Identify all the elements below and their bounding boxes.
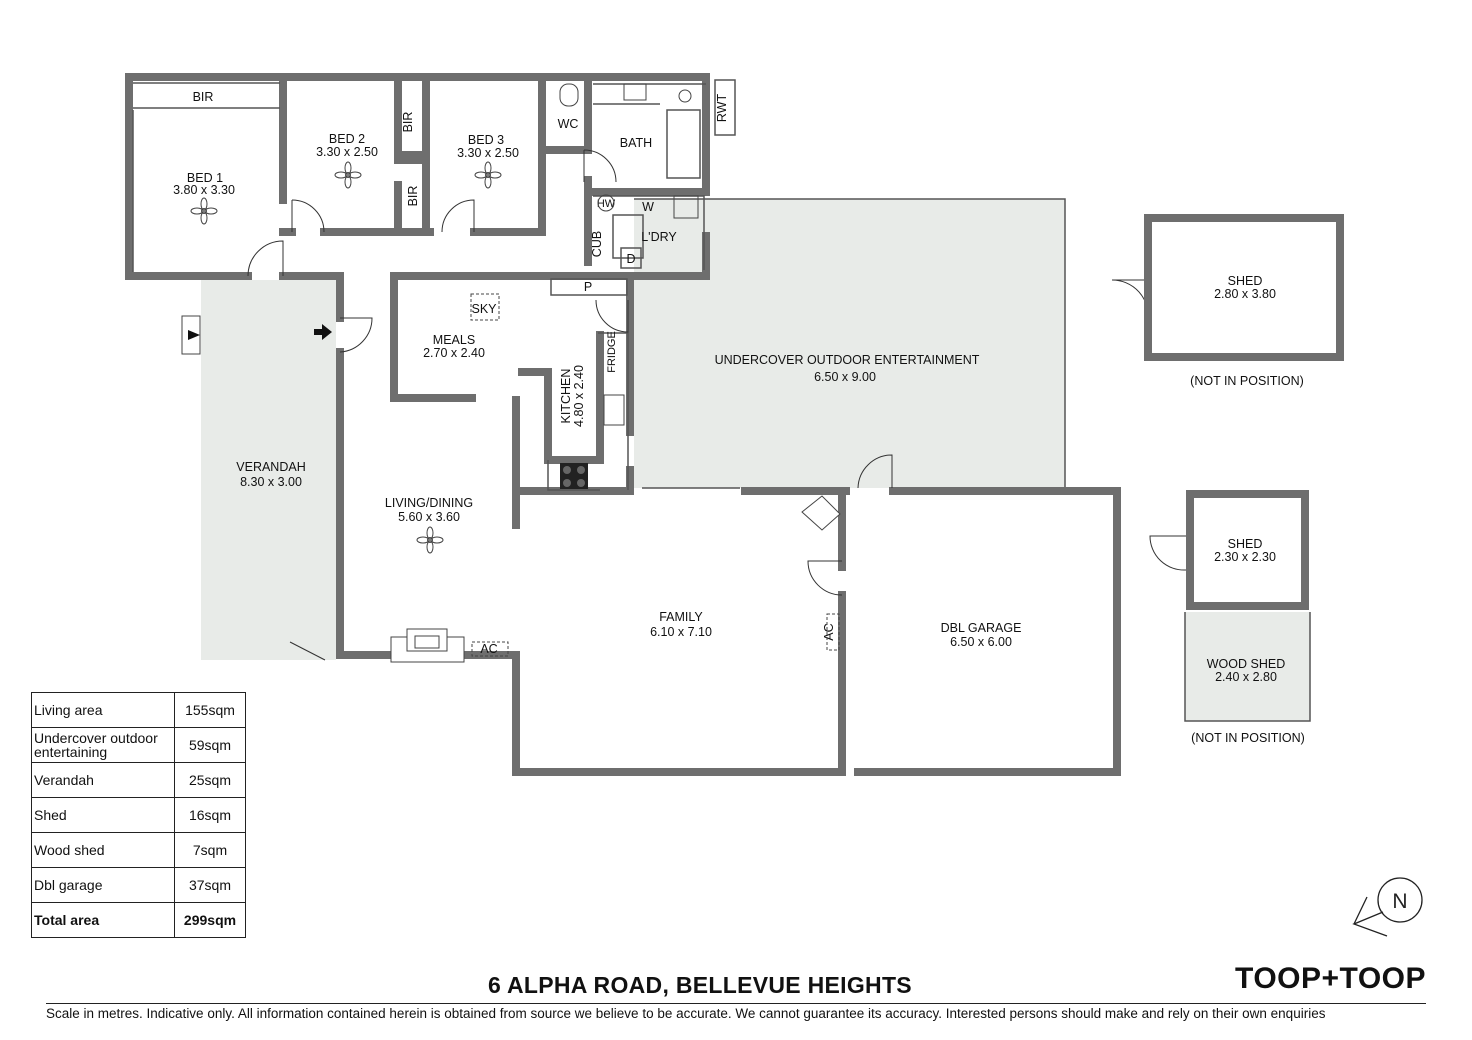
- bed1-robe: [132, 82, 280, 272]
- svg-text:SKY: SKY: [471, 302, 497, 316]
- svg-text:FAMILY: FAMILY: [659, 610, 703, 624]
- svg-text:RWT: RWT: [715, 94, 729, 123]
- doors: [247, 149, 1187, 661]
- svg-text:WC: WC: [558, 117, 579, 131]
- svg-text:3.80 x 3.30: 3.80 x 3.30: [173, 183, 235, 197]
- svg-text:SHED: SHED: [1228, 537, 1263, 551]
- outdoor-entertainment-area: [634, 199, 1065, 488]
- woodshed-area: [1185, 612, 1310, 721]
- svg-text:SHED: SHED: [1228, 274, 1263, 288]
- bath-tub: [666, 109, 701, 179]
- svg-text:BIR: BIR: [193, 90, 214, 104]
- svg-text:BATH: BATH: [620, 136, 652, 150]
- svg-text:LIVING/DINING: LIVING/DINING: [385, 496, 473, 510]
- svg-text:3.30 x 2.50: 3.30 x 2.50: [457, 146, 519, 160]
- house-walls: [125, 73, 1121, 776]
- svg-text:BIR: BIR: [406, 186, 420, 207]
- svg-text:W: W: [642, 200, 654, 214]
- svg-text:2.30 x 2.30: 2.30 x 2.30: [1214, 550, 1276, 564]
- svg-text:8.30 x 3.00: 8.30 x 3.00: [240, 475, 302, 489]
- svg-text:N: N: [1392, 890, 1407, 913]
- svg-text:BED 2: BED 2: [329, 132, 365, 146]
- svg-text:BIR: BIR: [401, 112, 415, 133]
- svg-text:L'DRY: L'DRY: [641, 230, 677, 244]
- svg-text:2.70 x 2.40: 2.70 x 2.40: [423, 346, 485, 360]
- svg-text:4.80 x 2.40: 4.80 x 2.40: [572, 365, 586, 427]
- svg-text:3.30 x 2.50: 3.30 x 2.50: [316, 145, 378, 159]
- svg-text:P: P: [584, 280, 592, 294]
- shed-walls: [1144, 214, 1344, 610]
- svg-text:HW: HW: [597, 198, 616, 210]
- ceiling-fan-icons: [190, 161, 502, 554]
- verandah-area: [201, 280, 336, 660]
- property-address: 6 ALPHA ROAD, BELLEVUE HEIGHTS: [488, 972, 912, 998]
- svg-text:CUB: CUB: [590, 231, 604, 257]
- svg-text:(NOT IN POSITION): (NOT IN POSITION): [1191, 731, 1305, 745]
- svg-text:BED 3: BED 3: [468, 133, 504, 147]
- svg-text:AC: AC: [480, 642, 497, 656]
- divider: [46, 1003, 1426, 1004]
- room-labels: BIR BED 1 3.80 x 3.30 BED 2 3.30 x 2.50 …: [173, 90, 1305, 745]
- svg-text:6.50 x 9.00: 6.50 x 9.00: [814, 370, 876, 384]
- svg-text:FRIDGE: FRIDGE: [606, 331, 618, 373]
- svg-text:UNDERCOVER OUTDOOR ENTERTAINME: UNDERCOVER OUTDOOR ENTERTAINMENT: [715, 353, 980, 367]
- svg-text:BED 1: BED 1: [187, 171, 223, 185]
- svg-text:AC: AC: [822, 623, 836, 640]
- svg-text:2.80 x 3.80: 2.80 x 3.80: [1214, 287, 1276, 301]
- svg-text:D: D: [626, 252, 635, 266]
- north-compass-icon: N: [1352, 877, 1423, 937]
- svg-text:2.40 x 2.80: 2.40 x 2.80: [1215, 670, 1277, 684]
- svg-text:6.10 x 7.10: 6.10 x 7.10: [650, 625, 712, 639]
- brand-logo: TOOP+TOOP: [1235, 962, 1426, 995]
- svg-text:(NOT IN POSITION): (NOT IN POSITION): [1190, 374, 1304, 388]
- svg-text:VERANDAH: VERANDAH: [236, 460, 305, 474]
- svg-text:5.60 x 3.60: 5.60 x 3.60: [398, 510, 460, 524]
- svg-text:KITCHEN: KITCHEN: [559, 369, 573, 424]
- svg-text:DBL GARAGE: DBL GARAGE: [941, 621, 1022, 635]
- svg-text:MEALS: MEALS: [433, 333, 475, 347]
- disclaimer: Scale in metres. Indicative only. All in…: [46, 1006, 1326, 1021]
- svg-text:6.50 x 6.00: 6.50 x 6.00: [950, 635, 1012, 649]
- svg-text:WOOD SHED: WOOD SHED: [1207, 657, 1285, 671]
- fixture-symbols: [181, 83, 841, 663]
